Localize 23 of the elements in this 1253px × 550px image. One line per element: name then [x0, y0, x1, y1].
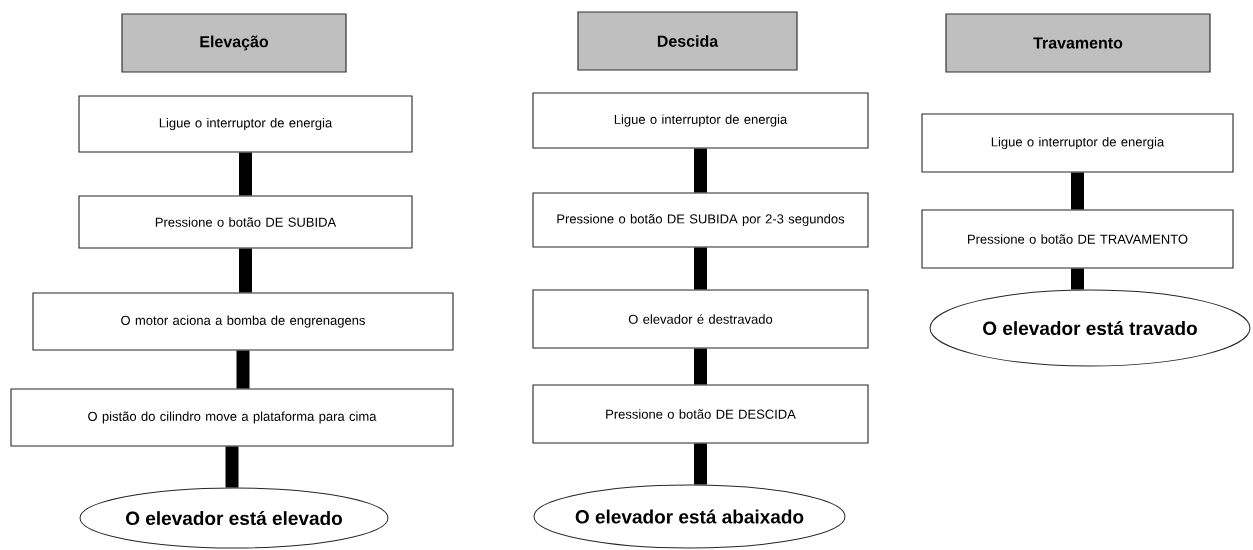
- process-box: Ligue o interruptor de energia: [921, 113, 1234, 173]
- connector-bar: [694, 247, 707, 290]
- process-box: Ligue o interruptor de energia: [532, 92, 869, 149]
- header-box: Travamento: [945, 13, 1211, 73]
- connector-bar: [694, 443, 707, 485]
- process-box: Pressione o botão DE TRAVAMENTO: [921, 209, 1234, 269]
- connector-bar: [239, 152, 252, 196]
- process-box: Ligue o interruptor de energia: [78, 95, 413, 153]
- process-box: Pressione o botão DE SUBIDA: [78, 195, 413, 249]
- process-box: Pressione o botão DE DESCIDA: [532, 384, 869, 444]
- connector-bar: [225, 446, 239, 488]
- process-box: O pistão do cilindro move a plataforma para cima: [10, 388, 454, 447]
- connector-bar: [694, 348, 707, 385]
- connector-bar: [1071, 268, 1084, 290]
- connector-bar: [1071, 172, 1084, 210]
- connector-bar: [239, 248, 252, 293]
- process-box: Pressione o botão DE SUBIDA por 2-3 segundos: [532, 192, 869, 248]
- process-box: O elevador é destravado: [532, 289, 869, 349]
- process-box: O motor aciona a bomba de engrenagens: [32, 292, 454, 351]
- connector-bar: [236, 350, 250, 389]
- header-box: Descida: [577, 11, 798, 71]
- header-box: Elevação: [121, 13, 347, 73]
- connector-bar: [694, 148, 707, 193]
